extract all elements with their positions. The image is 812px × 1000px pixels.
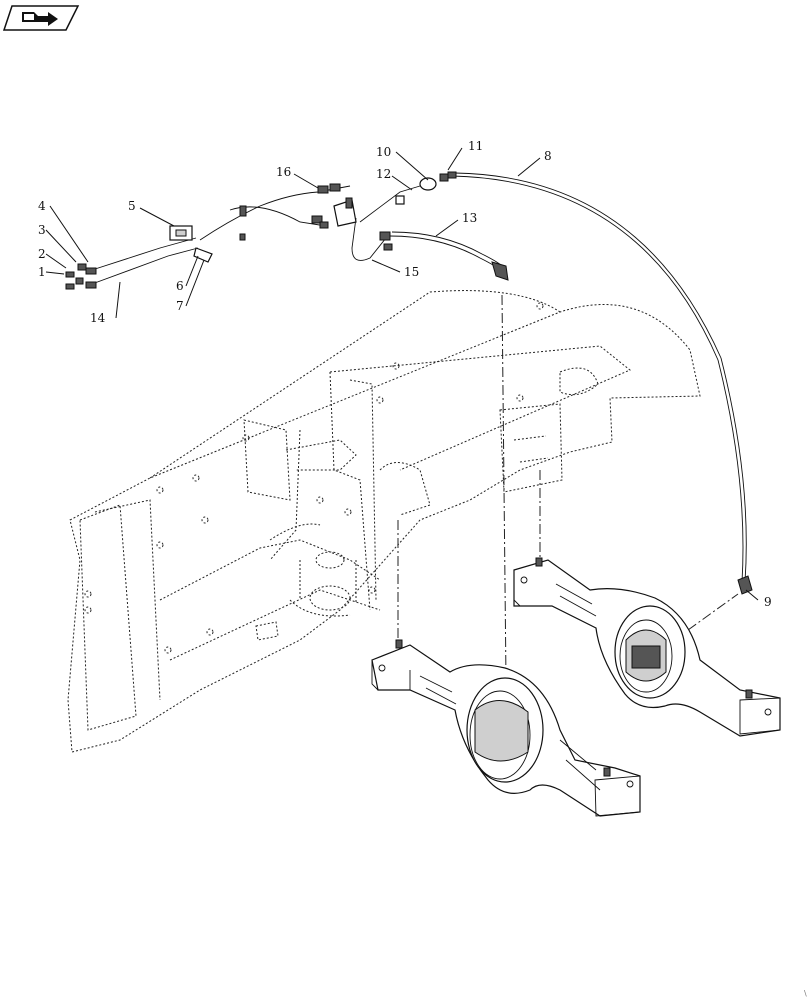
- callout-6: 6: [176, 279, 184, 293]
- callout-11: 11: [468, 139, 483, 153]
- frame-outline: [67, 290, 701, 753]
- callout-2: 2: [38, 247, 46, 261]
- fittings: [65, 171, 753, 595]
- grease-lines: [91, 172, 747, 583]
- callout-9: 9: [764, 595, 772, 609]
- corner-mark: \: [804, 989, 807, 998]
- callout-12: 12: [376, 167, 391, 181]
- callout-1: 1: [38, 265, 46, 279]
- book-arrow-icon[interactable]: [2, 5, 80, 31]
- callout-4: 4: [38, 199, 46, 213]
- callout-10: 10: [376, 145, 391, 159]
- callout-15: 15: [404, 265, 419, 279]
- callouts: 1 2 3 4 5 6 7 8 9 10 11 12 13 14 15 16: [38, 139, 772, 609]
- callout-8: 8: [544, 149, 552, 163]
- center-lines: [397, 294, 739, 681]
- callout-5: 5: [128, 199, 136, 213]
- pivot-bracket-rear: [513, 557, 781, 737]
- callout-13: 13: [462, 211, 477, 225]
- callout-16: 16: [276, 165, 291, 179]
- pivot-bracket-front: [371, 639, 641, 817]
- leader-lines: [45, 147, 759, 601]
- callout-7: 7: [176, 299, 184, 313]
- callout-14: 14: [90, 311, 106, 325]
- callout-3: 3: [38, 223, 46, 237]
